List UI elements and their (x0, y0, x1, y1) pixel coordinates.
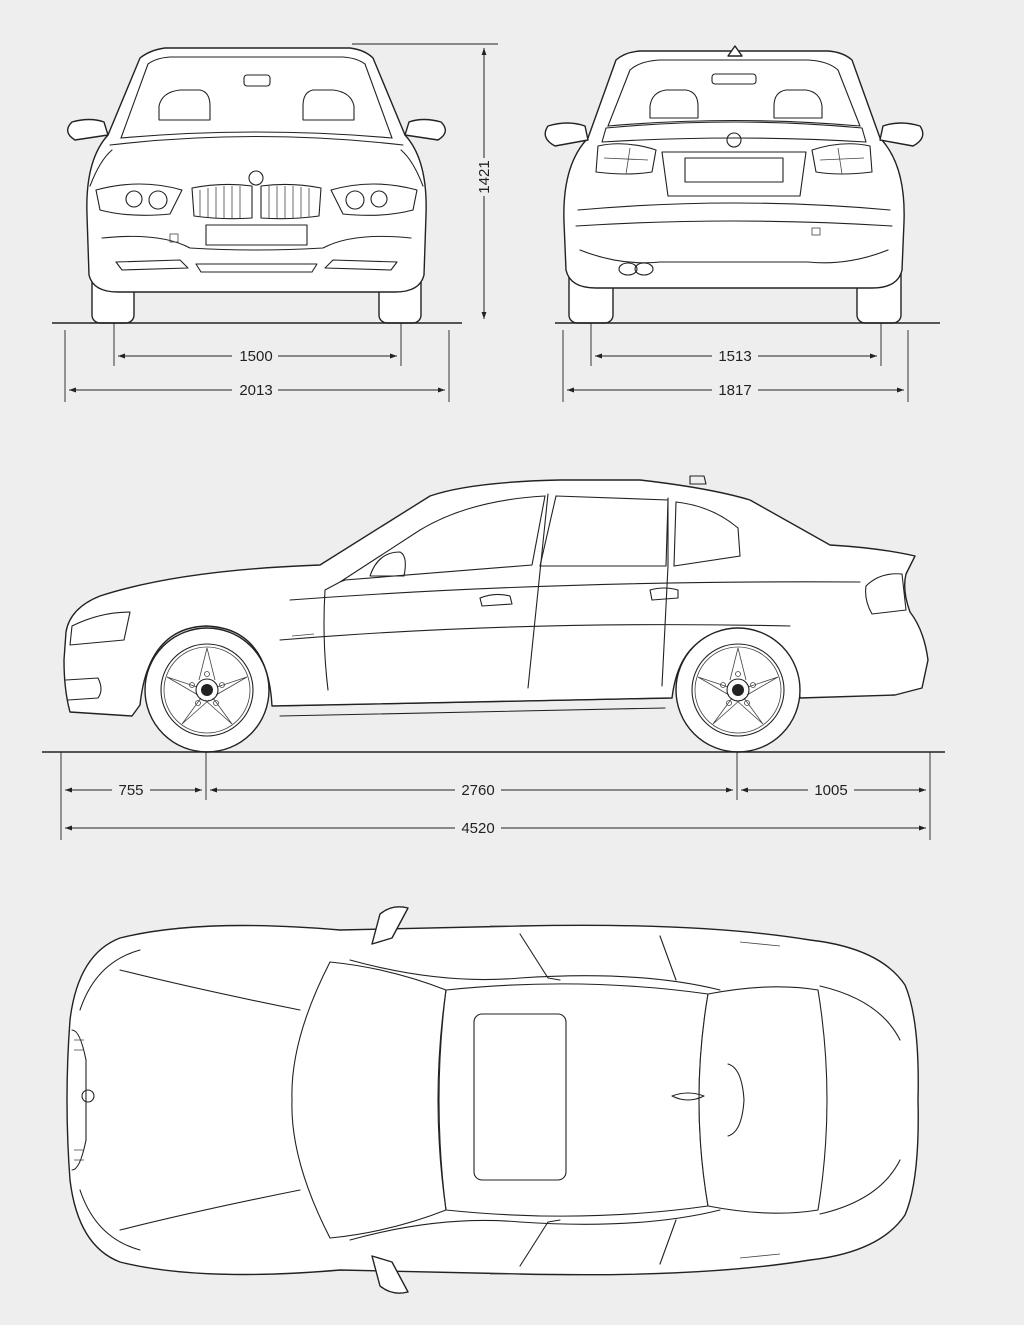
side-window-front (339, 495, 546, 583)
top-view (66, 906, 919, 1294)
windshield (120, 56, 393, 139)
rear-view (544, 45, 924, 324)
front-track-label: 1500 (239, 348, 272, 365)
top-rear-window (698, 986, 828, 1214)
trunk-lid-edge (601, 121, 867, 143)
rear-right-mirror (879, 122, 924, 147)
top-grille (71, 1029, 87, 1171)
right-headlight (330, 183, 418, 216)
left-side-mirror (67, 118, 109, 141)
rear-view-mirror (243, 74, 271, 87)
top-right-mirror (371, 1255, 409, 1294)
front-door-handle (479, 593, 513, 607)
front-track-dimension: 1500 (113, 323, 402, 366)
side-view (63, 475, 929, 753)
side-tail-light (865, 573, 907, 615)
rear-door-handle (649, 587, 679, 601)
front-overhang-label: 755 (118, 782, 143, 799)
top-shark-fin (671, 1092, 705, 1101)
side-rear-wheel (675, 627, 801, 753)
top-badge (81, 1089, 95, 1103)
side-front-wheel (144, 627, 270, 753)
front-badge (248, 170, 264, 186)
right-kidney-grille (260, 183, 322, 220)
left-kidney-grille (191, 183, 253, 220)
front-width-dimension: 2013 (64, 330, 450, 402)
rear-badge (726, 132, 742, 148)
left-tail-light (595, 143, 657, 175)
height-label: 1421 (476, 160, 493, 193)
right-tail-light (811, 143, 873, 175)
height-dimension: 1421 (352, 43, 498, 319)
rear-track-label: 1513 (718, 348, 751, 365)
rear-window (607, 59, 861, 127)
rear-left-mirror (544, 122, 589, 147)
front-view (67, 47, 446, 324)
right-side-mirror (404, 118, 446, 141)
rear-track-dimension: 1513 (590, 323, 882, 366)
right-exhaust-tip (634, 262, 654, 276)
top-sunroof (473, 1013, 567, 1181)
side-headlight (69, 611, 131, 646)
side-view-mirror (369, 551, 406, 577)
front-license-plate (205, 224, 308, 246)
side-window-quarter (673, 501, 741, 567)
wheelbase-label: 2760 (461, 782, 494, 799)
rear-license-plate (684, 157, 784, 183)
left-exhaust-tip (618, 262, 638, 276)
rear-overhang-label: 1005 (814, 782, 847, 799)
top-windshield (291, 961, 447, 1239)
front-width-label: 2013 (239, 382, 272, 399)
length-label: 4520 (461, 820, 494, 837)
third-brake-light (711, 73, 757, 85)
left-headlight (95, 183, 183, 216)
side-dimensions: 755 2760 1005 4520 (60, 752, 931, 840)
rear-wing-spoiler (727, 45, 743, 57)
rear-width-label: 1817 (718, 382, 751, 399)
side-window-rear (539, 495, 669, 567)
top-left-mirror (371, 906, 409, 945)
rear-width-dimension: 1817 (562, 330, 909, 402)
